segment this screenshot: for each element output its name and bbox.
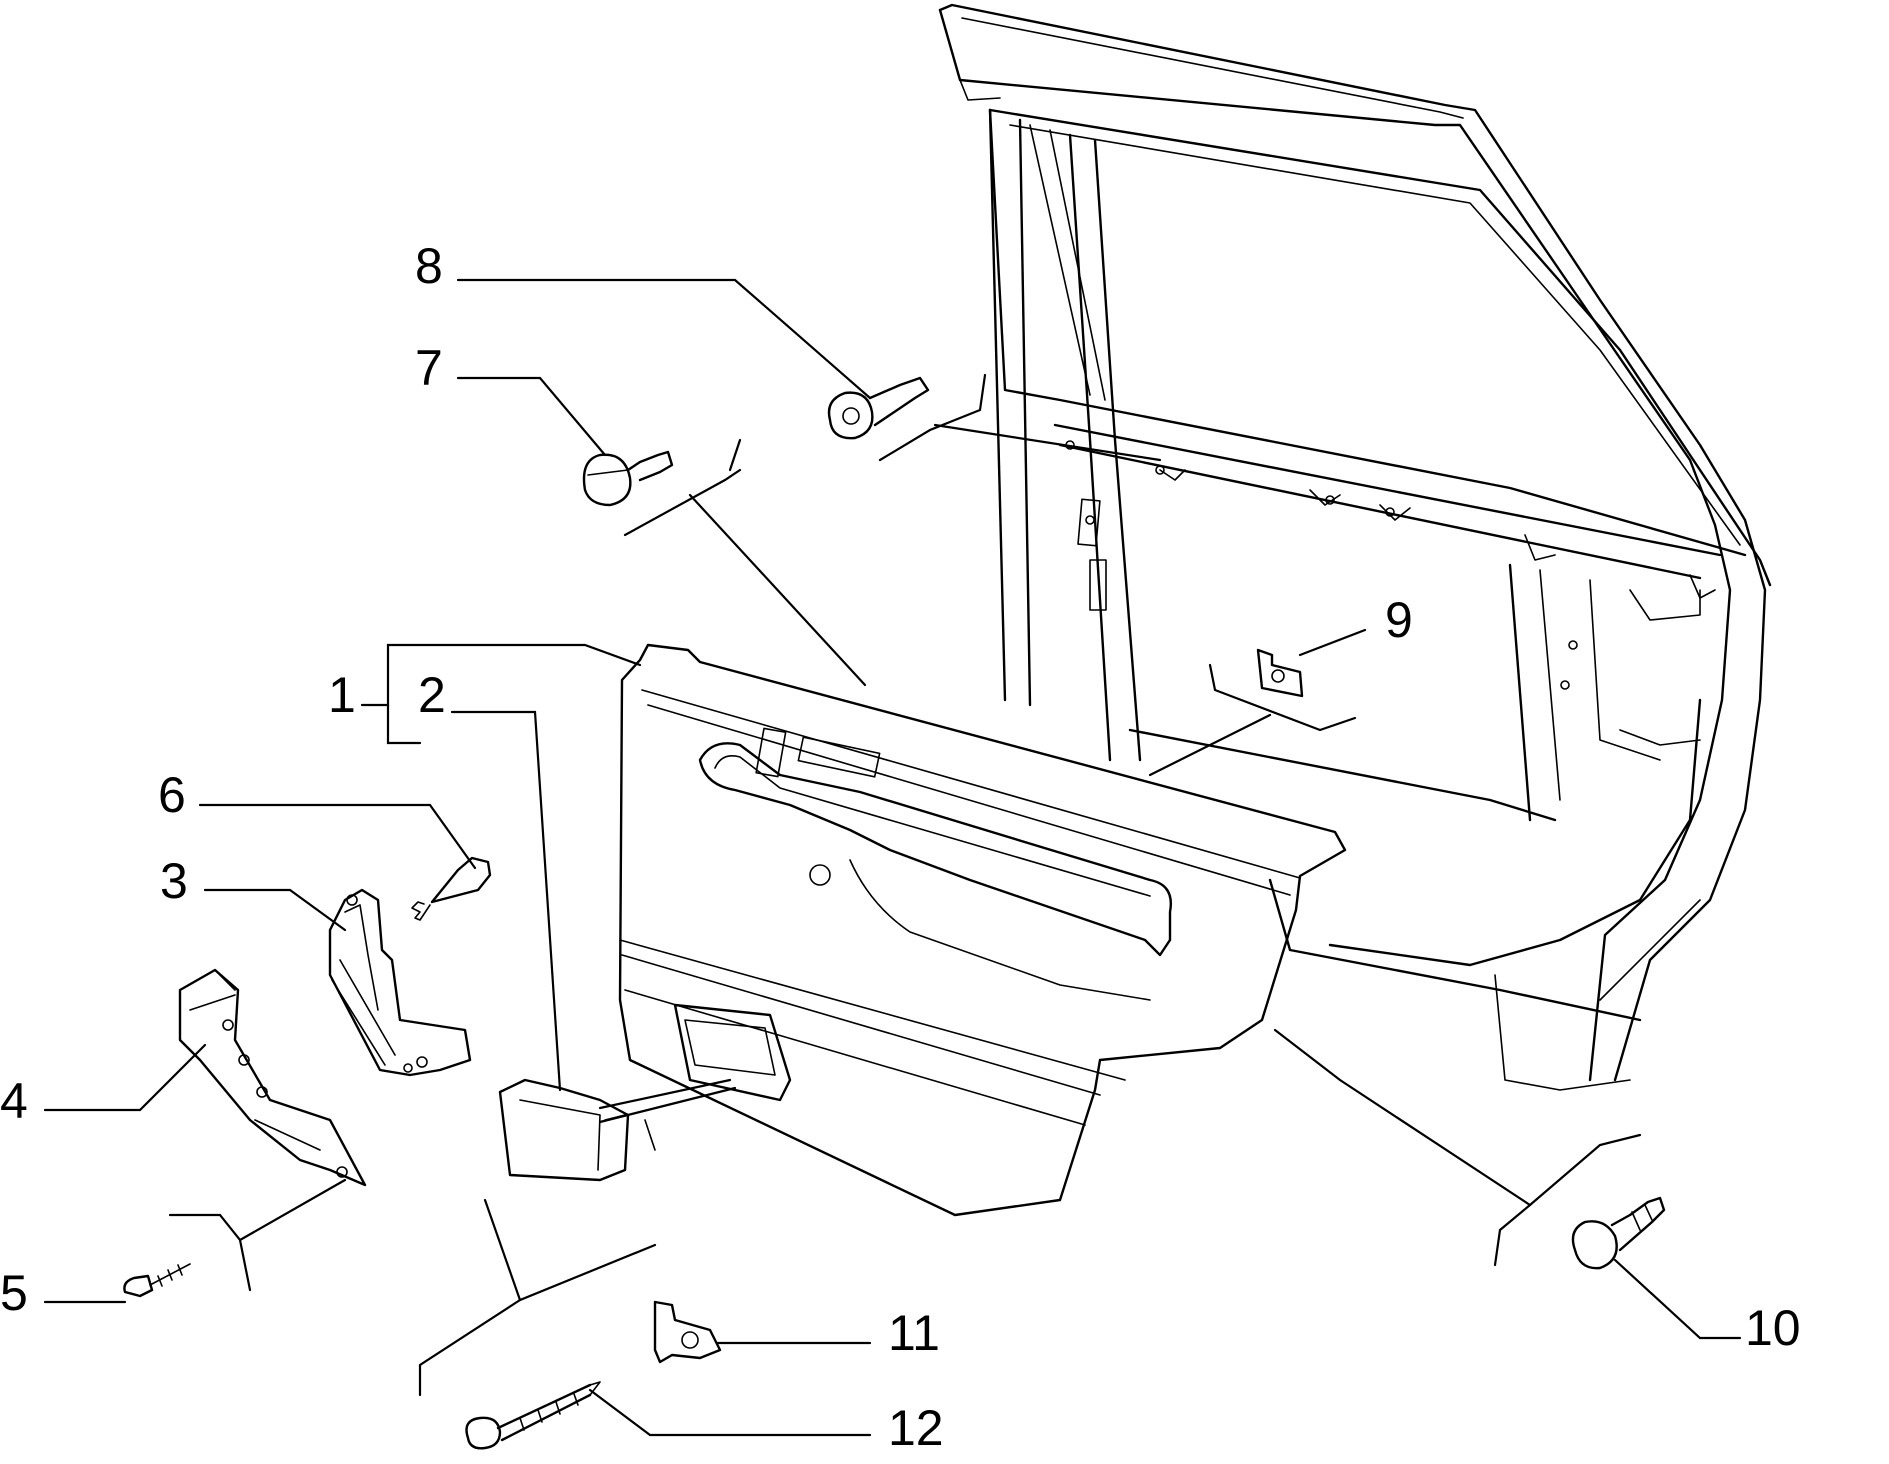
door-trim-panel [618,643,1347,1217]
callout-9: 9 [1385,592,1413,648]
screw-6 [411,856,492,921]
leader-3 [203,888,347,932]
screw-5 [123,1263,191,1298]
leader-7 [456,376,607,457]
clip-10 [1571,1196,1666,1270]
leader-9 [1298,628,1367,657]
clip-7 [582,450,674,507]
leader-4 [43,1043,207,1112]
callout-3: 3 [160,853,188,909]
leader-6 [198,803,477,870]
armrest-bracket [328,888,472,1077]
leader-8 [456,278,872,400]
armrest-cover [178,968,367,1187]
callout-1: 1 [328,667,356,723]
leader-2 [450,710,562,1092]
callout-7: 7 [415,340,443,396]
callout-labels: 1 2 3 4 5 6 7 8 9 10 11 12 [0,238,1801,1456]
ashtray-insert [498,1078,737,1182]
callout-8: 8 [415,238,443,294]
callout-6: 6 [158,767,186,823]
screw-12 [465,1381,601,1450]
leader-lines [43,278,1742,1437]
callout-10: 10 [1745,1300,1801,1356]
clip-8 [827,376,930,440]
callout-2: 2 [418,667,446,723]
callout-5: 5 [0,1265,28,1321]
clip-9 [1256,648,1304,698]
callout-4: 4 [0,1073,28,1129]
clip-11 [653,1300,722,1364]
leader-12 [588,1388,872,1437]
assembly-guide-lines [168,373,1642,1397]
door-shell [938,3,1772,1091]
leader-10 [1613,1258,1742,1340]
callout-11: 11 [888,1305,940,1361]
callout-12: 12 [888,1400,944,1456]
leader-1 [360,643,642,707]
